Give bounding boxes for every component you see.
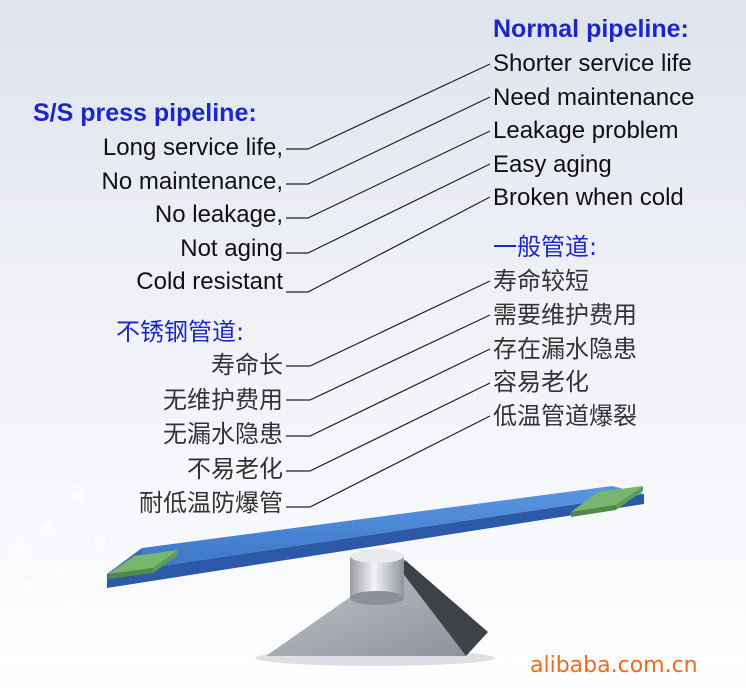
left-title-zh: 不锈钢管道: (116, 318, 245, 346)
right-title-en: Normal pipeline: (493, 15, 689, 43)
fulcrum-cylinder (350, 549, 404, 605)
left-item-zh-4: 不易老化 (187, 455, 283, 483)
left-item-en-5: Cold resistant (136, 268, 283, 295)
right-item-en-3: Leakage problem (493, 117, 679, 144)
left-item-en-3: No leakage, (154, 201, 283, 228)
right-title-zh: 一般管道: (493, 233, 598, 261)
left-item-en-2: No maintenance, (101, 168, 283, 195)
right-item-zh-1: 寿命较短 (493, 267, 589, 295)
left-item-en-4: Not aging (180, 235, 283, 262)
right-item-en-1: Shorter service life (493, 50, 692, 77)
right-item-zh-2: 需要维护费用 (493, 301, 637, 329)
alibaba-watermark: alibaba.com.cn (530, 653, 698, 678)
leader-lines (286, 63, 491, 508)
fulcrum-base (255, 560, 495, 666)
right-item-zh-3: 存在漏水隐患 (493, 335, 637, 363)
decorative-dots (11, 483, 107, 627)
left-item-zh-3: 无漏水隐患 (163, 420, 283, 448)
right-item-zh-4: 容易老化 (493, 368, 589, 396)
left-item-zh-1: 寿命长 (211, 351, 283, 379)
right-item-zh-5: 低温管道爆裂 (493, 402, 637, 430)
left-item-en-1: Long service life, (102, 134, 283, 161)
right-item-en-2: Need maintenance (493, 84, 695, 111)
left-item-zh-2: 无维护费用 (163, 386, 283, 414)
left-title-en: S/S press pipeline: (33, 99, 257, 127)
seesaw-pads (108, 486, 643, 579)
left-item-zh-5: 耐低温防爆管 (139, 489, 283, 517)
right-item-en-4: Easy aging (493, 151, 612, 178)
right-item-en-5: Broken when cold (493, 184, 684, 211)
